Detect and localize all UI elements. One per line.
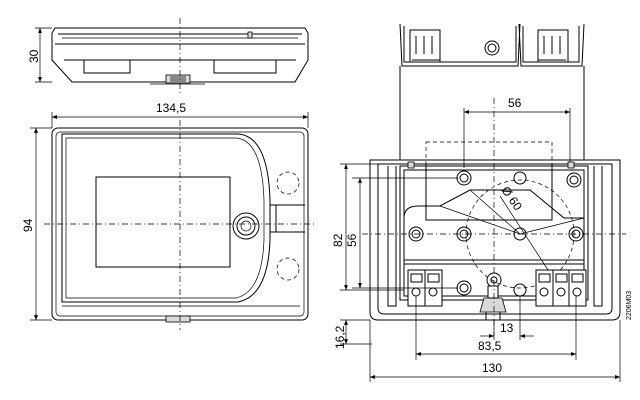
side-view: 30	[27, 18, 309, 96]
dim-base-height: 82	[331, 233, 345, 247]
dim-mid-width: 83,5	[478, 339, 502, 353]
dim-base-offset: 16,2	[333, 325, 347, 349]
dim-front-height: 94	[21, 218, 35, 232]
dim-circle-diameter: Ø 60	[499, 184, 526, 214]
dim-hole-spacing-side: 56	[345, 233, 359, 247]
dim-side-height: 30	[27, 49, 41, 63]
dim-hole-spacing-top: 56	[508, 96, 522, 110]
base-view: 56 Ø 60	[331, 23, 633, 382]
dim-front-width: 134,5	[156, 101, 186, 115]
front-view: 134,5 94	[21, 101, 316, 330]
drawing-code: 2206M03	[626, 291, 633, 320]
dim-total-width: 130	[482, 361, 502, 375]
dim-small-width: 13	[500, 321, 514, 335]
